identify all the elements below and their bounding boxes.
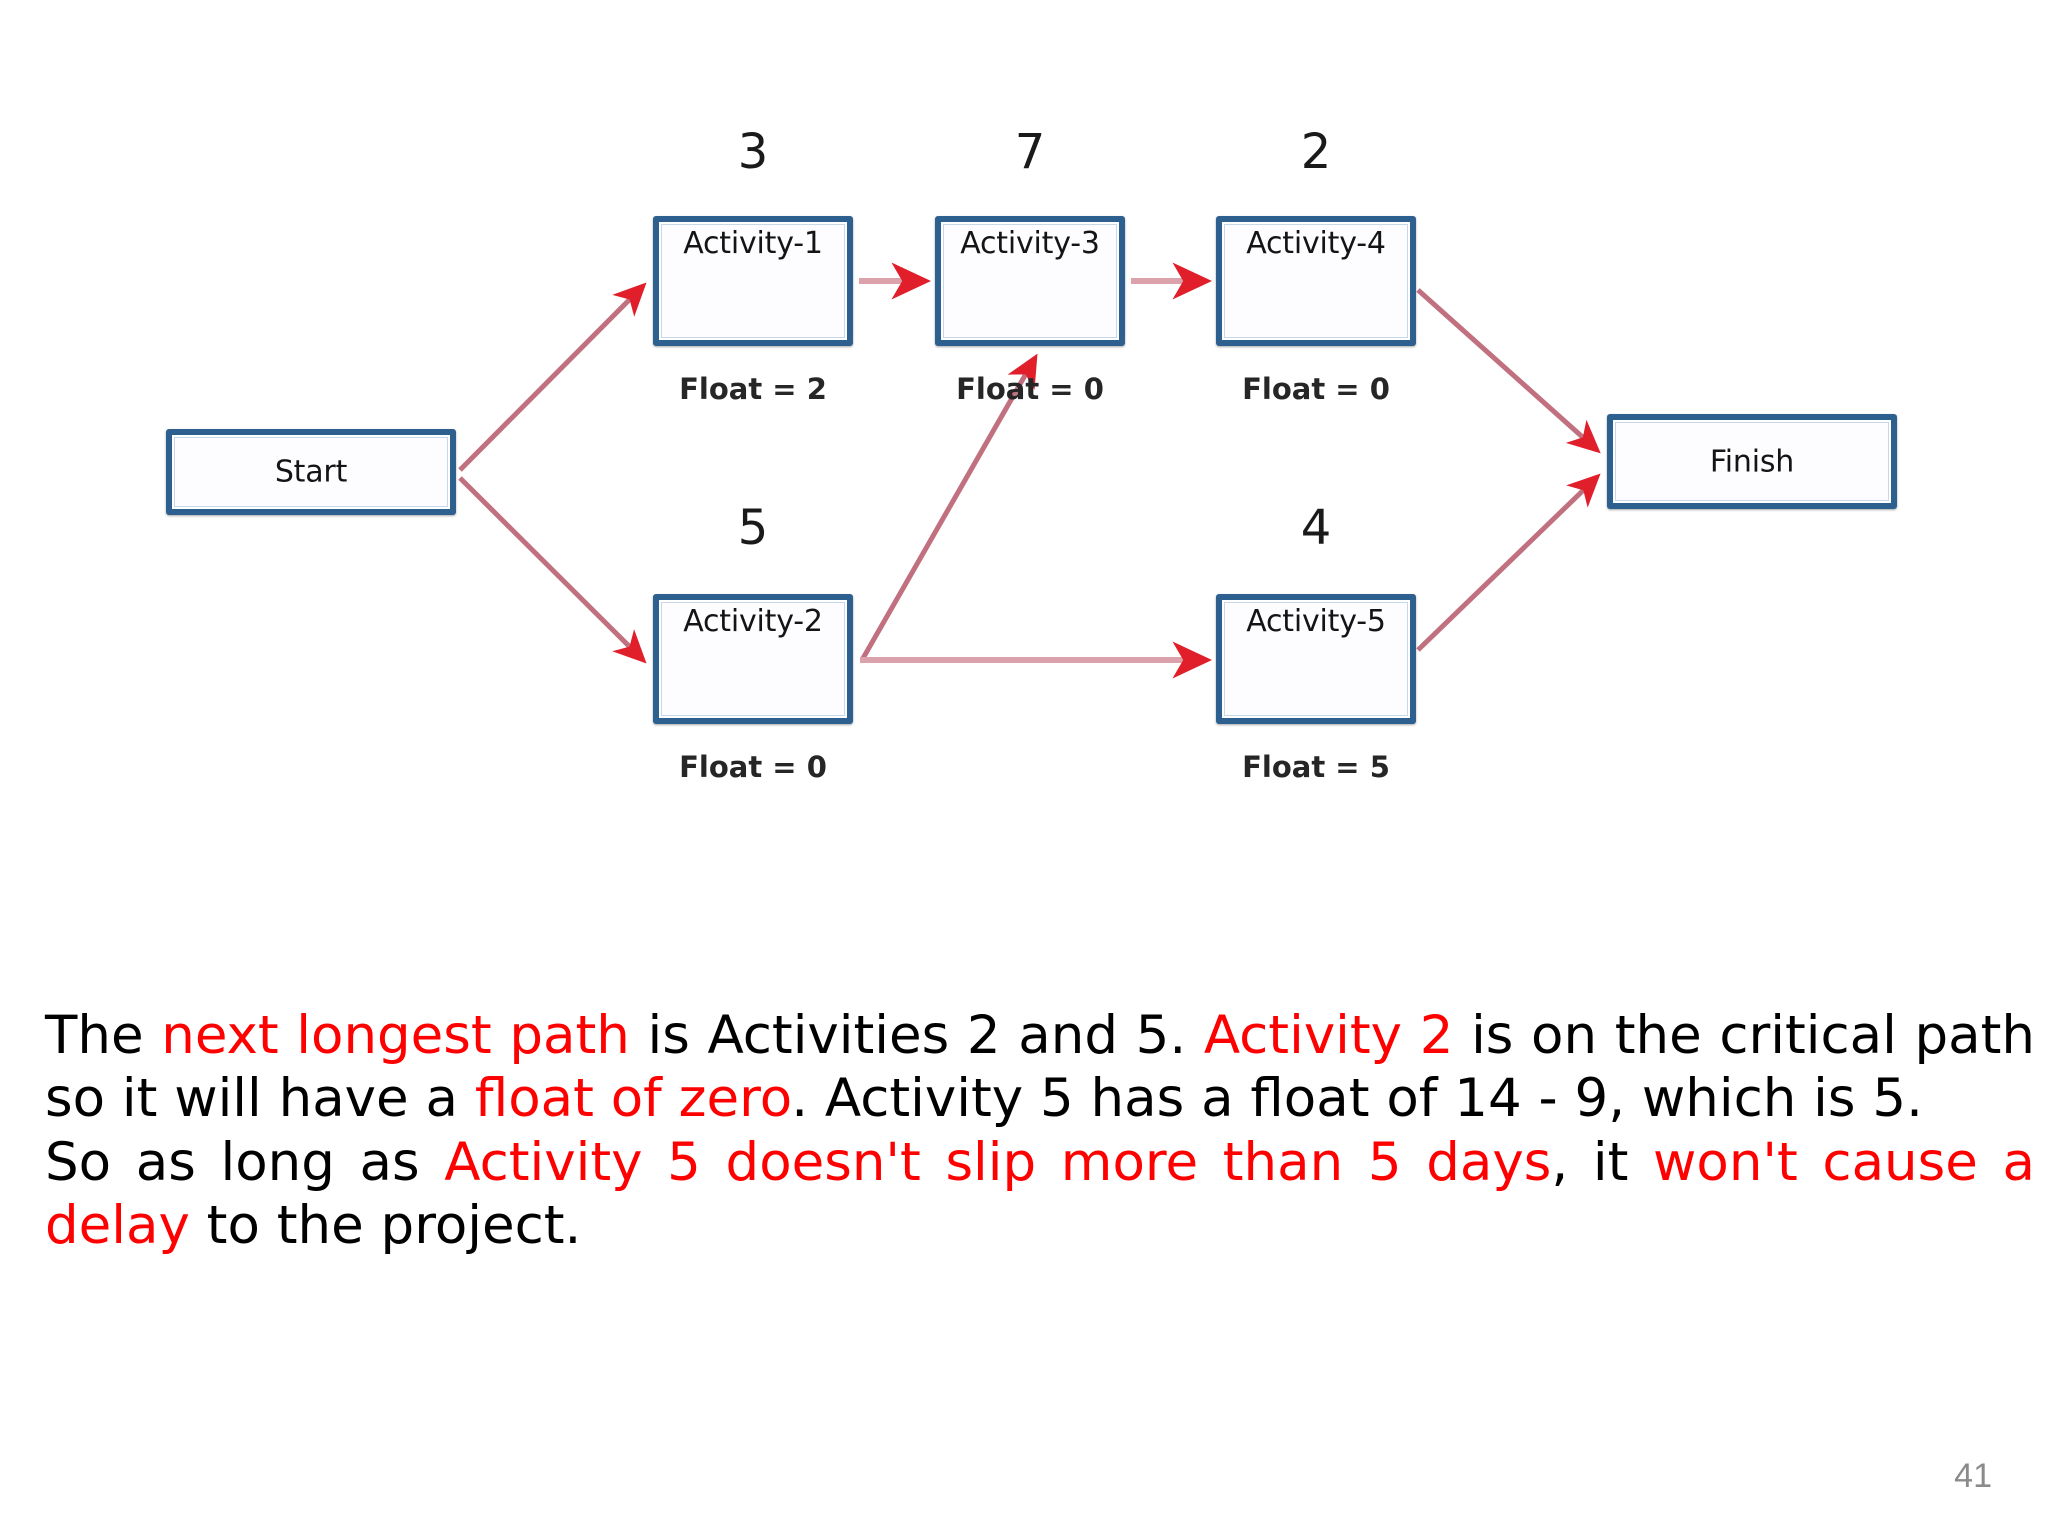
paragraph-1: The next longest path is Activities 2 an…	[45, 1005, 2035, 1130]
edge-start-to-act2	[458, 476, 647, 664]
edge-act5-to-finish	[1416, 473, 1601, 652]
edge-start-to-act1	[458, 282, 647, 472]
node-activity-3-fill	[943, 224, 1117, 338]
p2-text-3: to the project.	[189, 1194, 582, 1256]
node-activity-4-label: Activity-4	[1246, 226, 1386, 261]
page-number: 41	[1954, 1457, 1992, 1495]
duration-activity-2: 5	[737, 500, 769, 556]
node-activity-5[interactable]: Activity-5	[1216, 594, 1416, 724]
paragraph-2: So as long as Activity 5 doesn't slip mo…	[45, 1132, 2035, 1257]
p1-text-4: . Activity 5 has a float of 14 - 9, whic…	[791, 1067, 1923, 1129]
node-activity-1[interactable]: Activity-1	[653, 216, 853, 346]
node-finish-label: Finish	[1709, 444, 1795, 479]
node-start-fill	[174, 437, 448, 507]
p1-highlight-3: float of zero	[474, 1067, 792, 1129]
node-activity-2-label: Activity-2	[683, 604, 823, 639]
node-activity-3[interactable]: Activity-3	[935, 216, 1125, 346]
p2-text-2: , it	[1551, 1132, 1654, 1194]
edge-act4-to-finish	[1416, 288, 1601, 454]
node-activity-5-fill	[1224, 602, 1408, 716]
p1-text-2: is Activities 2 and 5.	[629, 1005, 1204, 1066]
p1-text-3: is on the critical path so it will have …	[45, 1005, 2035, 1129]
p1-highlight-1: next longest path	[161, 1005, 630, 1066]
slide-body-text: The next longest path is Activities 2 an…	[45, 1005, 2035, 1259]
duration-activity-1: 3	[737, 124, 769, 180]
p1-text-1: The	[45, 1005, 162, 1066]
p2-text-1: So as long as	[45, 1132, 445, 1194]
float-activity-3: Float = 0	[956, 372, 1104, 406]
float-activity-5: Float = 5	[1242, 750, 1390, 784]
node-activity-2[interactable]: Activity-2	[653, 594, 853, 724]
duration-activity-5: 4	[1300, 500, 1332, 556]
duration-activity-4: 2	[1300, 124, 1332, 180]
duration-activity-3: 7	[1014, 124, 1046, 180]
p2-highlight-1: Activity 5 doesn't slip more than 5 days	[444, 1132, 1552, 1194]
p2-highlight-2: won't cause a delay	[45, 1132, 2035, 1256]
node-start-label: Start	[274, 454, 348, 490]
edge-act2-to-act3	[859, 353, 1038, 662]
float-activity-2: Float = 0	[679, 750, 827, 784]
node-activity-4[interactable]: Activity-4	[1216, 216, 1416, 346]
node-activity-1-fill	[661, 224, 845, 338]
node-activity-1-label: Activity-1	[683, 226, 823, 261]
node-activity-5-label: Activity-5	[1246, 604, 1386, 639]
node-start[interactable]: Start	[166, 429, 456, 515]
node-activity-4-fill	[1224, 224, 1408, 338]
node-finish[interactable]: Finish	[1607, 414, 1897, 509]
node-activity-2-fill	[661, 602, 845, 716]
float-activity-4: Float = 0	[1242, 372, 1390, 406]
diagram-connectors	[458, 262, 1601, 679]
node-finish-fill	[1615, 422, 1889, 501]
network-diagram: Start Activity-1 Activity-3 Activity-4 A…	[166, 124, 1897, 784]
float-activity-1: Float = 2	[679, 372, 827, 406]
node-activity-3-label: Activity-3	[960, 226, 1100, 261]
p1-highlight-2: Activity 2	[1203, 1005, 1454, 1066]
